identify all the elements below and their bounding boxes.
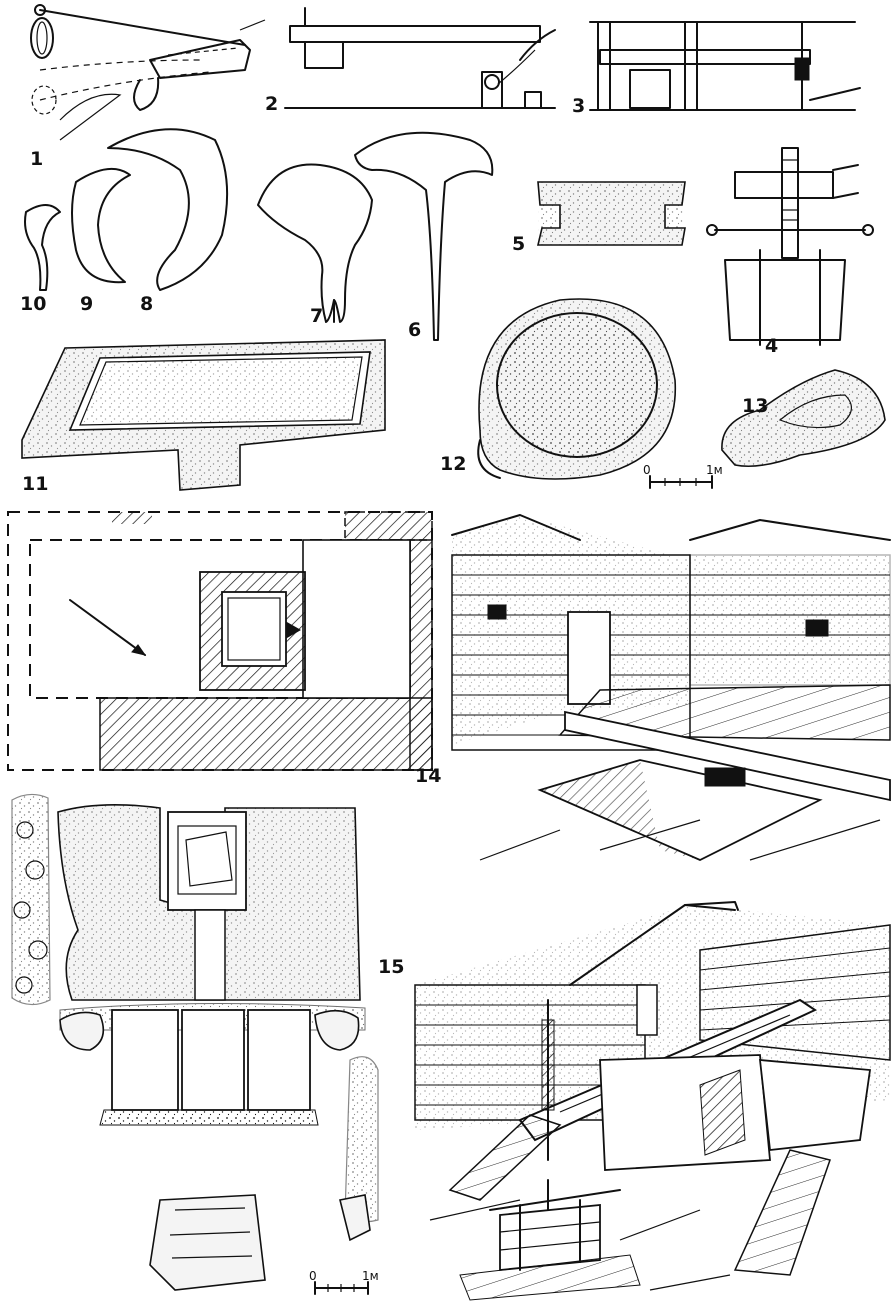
figure-12-round-press: 12: [440, 298, 677, 480]
figure-11-label: 11: [22, 473, 48, 495]
figure-9-blade: 9: [71, 167, 131, 315]
figure-3-screw-press: 3: [572, 21, 861, 117]
scale-bar-lower: 0 1м: [309, 1269, 379, 1295]
figure-5-stone-block: 5: [512, 181, 686, 255]
figure-6-blade: 6: [354, 131, 494, 341]
figure-8-blade: 8: [107, 128, 229, 315]
scale-bar-upper: 0 1м: [643, 463, 723, 489]
figure-11-press-bed: 11: [21, 339, 386, 495]
scale-upper-unit: 1м: [706, 463, 723, 477]
figure-6-label: 6: [408, 319, 421, 341]
figure-5-label: 5: [512, 233, 525, 255]
figure-13-label: 13: [742, 395, 768, 417]
figure-10-blade: 10: [20, 204, 61, 315]
scale-lower-zero: 0: [309, 1269, 317, 1283]
stone-wall-right: [689, 554, 891, 686]
figure-2-beam-press: 2: [265, 7, 556, 115]
figure-10-label: 10: [20, 293, 46, 315]
figure-12-label: 12: [440, 453, 466, 475]
scale-lower-unit: 1м: [362, 1269, 379, 1283]
figure-14-plan: [7, 511, 433, 771]
figure-2-label: 2: [265, 93, 278, 115]
figure-13-stone-vessel: 13: [721, 369, 886, 468]
figure-9-label: 9: [80, 293, 93, 315]
figure-3-label: 3: [572, 95, 585, 117]
figure-4-screw-press: 4: [706, 147, 874, 357]
figure-7-label: 7: [310, 305, 323, 327]
figure-15-interior-view: 15: [378, 901, 891, 1301]
figure-14-label: 14: [415, 765, 441, 787]
figure-4-label: 4: [765, 335, 778, 357]
figure-7-blade: 7: [257, 163, 373, 327]
stone-wall-left: [451, 554, 691, 751]
figure-1-lever-press: 1: [30, 4, 266, 170]
scale-upper-zero: 0: [643, 463, 651, 477]
figure-15-label: 15: [378, 956, 404, 978]
figure-15-plan: [11, 793, 379, 1291]
figure-1-label: 1: [30, 148, 43, 170]
figure-14-interior-view: 14: [415, 514, 891, 861]
rubble-wall-left: [11, 793, 51, 1006]
figure-8-label: 8: [140, 293, 153, 315]
